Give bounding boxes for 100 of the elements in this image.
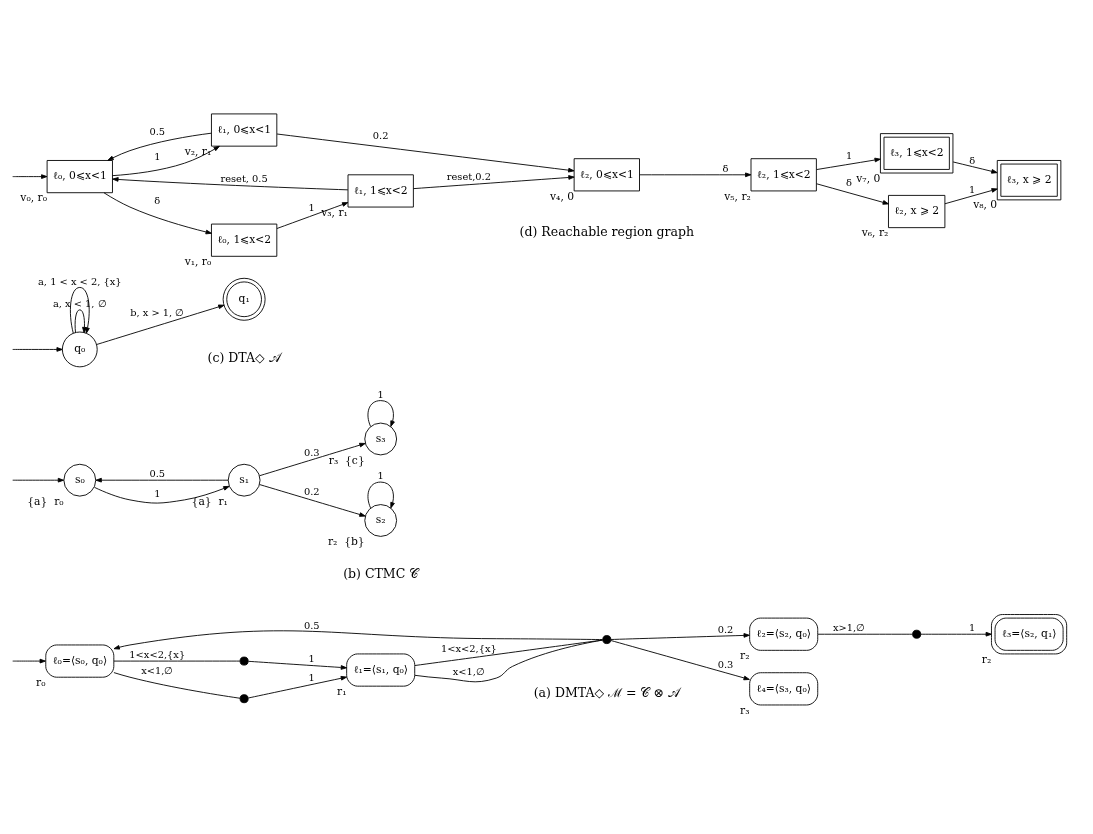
edge-label: δ (154, 194, 161, 206)
connector (113, 660, 241, 662)
edge-label: a, x < 1, ∅ (52, 297, 107, 309)
node-circle: s₃ (364, 422, 398, 455)
node-label: r₁ (337, 684, 347, 698)
node-label: v₈, 0 (973, 197, 998, 211)
arrow (413, 174, 575, 189)
arrow (944, 187, 998, 204)
edge-label: 0.2 (372, 129, 389, 141)
node-box: ℓ₂, 0⩽x<1 (573, 157, 640, 191)
node-circle (239, 693, 249, 703)
edge-label: a, 1 < x < 2, {x} (38, 275, 122, 287)
arrow (95, 477, 229, 482)
arrow (367, 399, 395, 427)
node-label: {a} r₀ (27, 494, 64, 508)
node-label: v₂, r₁ (184, 144, 212, 158)
edge-label: δ (969, 154, 976, 166)
arrow (113, 629, 603, 650)
arrow (103, 191, 212, 234)
arrow (610, 639, 750, 680)
node-label: r₀ (36, 675, 46, 689)
arrow (94, 485, 230, 504)
node-label: v₅, r₂ (724, 189, 751, 203)
arrow (12, 658, 46, 663)
node-label: v₁, r₀ (184, 254, 212, 268)
edge-label: x<1,∅ (141, 664, 174, 676)
connector (414, 639, 603, 682)
node-label: v₆, r₂ (861, 225, 889, 239)
node-label: {a} r₁ (191, 494, 228, 508)
edge-label: reset,0.2 (446, 170, 491, 182)
node-label: r₂ {b} (327, 534, 365, 548)
edge-label: x<1,∅ (452, 665, 486, 677)
arrow (610, 632, 750, 640)
arrow (276, 201, 349, 229)
edge-label: 1 (154, 150, 161, 162)
node-circle (602, 634, 612, 644)
edge-label: 0.5 (303, 619, 320, 631)
edge-label: 0.2 (717, 623, 734, 635)
arrow (259, 483, 366, 517)
node-box: ℓ₁, 0⩽x<1 (211, 112, 278, 147)
arrow (12, 477, 65, 482)
node-box: ℓ₂=⟨s₂, q₀⟩ (749, 617, 819, 651)
node-box: ℓ₁=⟨s₁, q₀⟩ (346, 652, 416, 687)
arrow (276, 133, 575, 172)
node-label: v₃, r₁ (321, 205, 348, 219)
node-label: v₀, r₀ (20, 190, 47, 204)
node-label: r₂ (981, 652, 992, 666)
edge-label: reset, 0.5 (220, 172, 268, 184)
edge-label: 1 (969, 621, 976, 633)
edge-label: 1 (845, 149, 853, 161)
label: (b) CTMC 𝒞 (343, 565, 419, 581)
node-label: v₄, 0 (550, 189, 575, 203)
arrow (12, 173, 48, 179)
edge-label: 0.3 (303, 446, 320, 458)
arrow (639, 172, 752, 177)
label: (d) Reachable region graph (519, 223, 695, 239)
node-box: ℓ₀, 1⩽x<2 (211, 223, 278, 257)
edge-label: 1 (308, 652, 315, 664)
node-box: ℓ₂, x ⩾ 2 (888, 194, 946, 228)
node-box: ℓ₂, 1⩽x<2 (750, 157, 817, 191)
arrow (367, 481, 395, 508)
edge-label: 1 (377, 469, 384, 481)
edge-label: x>1,∅ (832, 621, 866, 633)
connector (113, 671, 241, 699)
node-box: ℓ₁, 1⩽x<2 (347, 173, 414, 207)
edge-label: 1 (377, 388, 384, 400)
node-box: ℓ₄=⟨s₃, q₀⟩ (749, 671, 819, 705)
node-circle (239, 656, 249, 666)
arrow (112, 176, 349, 190)
label: (c) DTA◇ 𝒜 (207, 349, 281, 365)
label: (a) DMTA◇ ℳ = 𝒞 ⊗ 𝒜 (533, 684, 680, 700)
node-circle: s₀ (63, 463, 97, 497)
node-box: ℓ₀=⟨s₀, q₀⟩ (45, 644, 115, 678)
edge-label: 1<x<2,{x} (129, 648, 186, 660)
edge-label: 0.3 (717, 658, 734, 670)
edge-label: 1 (969, 183, 976, 195)
arrow (107, 132, 212, 161)
edge-label: δ (846, 176, 853, 188)
connector (817, 633, 913, 635)
node-circle: q₀ (61, 331, 98, 367)
arrow (952, 161, 998, 174)
node-label: r₂ (740, 648, 750, 662)
arrow (259, 442, 366, 476)
node-box: ℓ₀, 0⩽x<1 (46, 159, 113, 193)
arrow (816, 182, 889, 205)
arrow (247, 675, 347, 698)
edge-label: 0.2 (303, 485, 320, 497)
node-label: v₇, 0 (856, 171, 881, 185)
arrow (816, 157, 881, 170)
node-label: r₃ (740, 703, 750, 717)
edge-label: δ (722, 162, 729, 174)
edge-label: 1 (154, 487, 161, 499)
node-label: r₃ {c} (328, 453, 365, 467)
node-circle (912, 629, 922, 639)
node-circle: s₁ (227, 463, 261, 497)
arrow (112, 145, 220, 176)
edge-label: 1<x<2,{x} (441, 642, 497, 654)
arrow (96, 304, 225, 345)
arrow (920, 631, 992, 637)
edge-label: 1 (308, 671, 315, 683)
